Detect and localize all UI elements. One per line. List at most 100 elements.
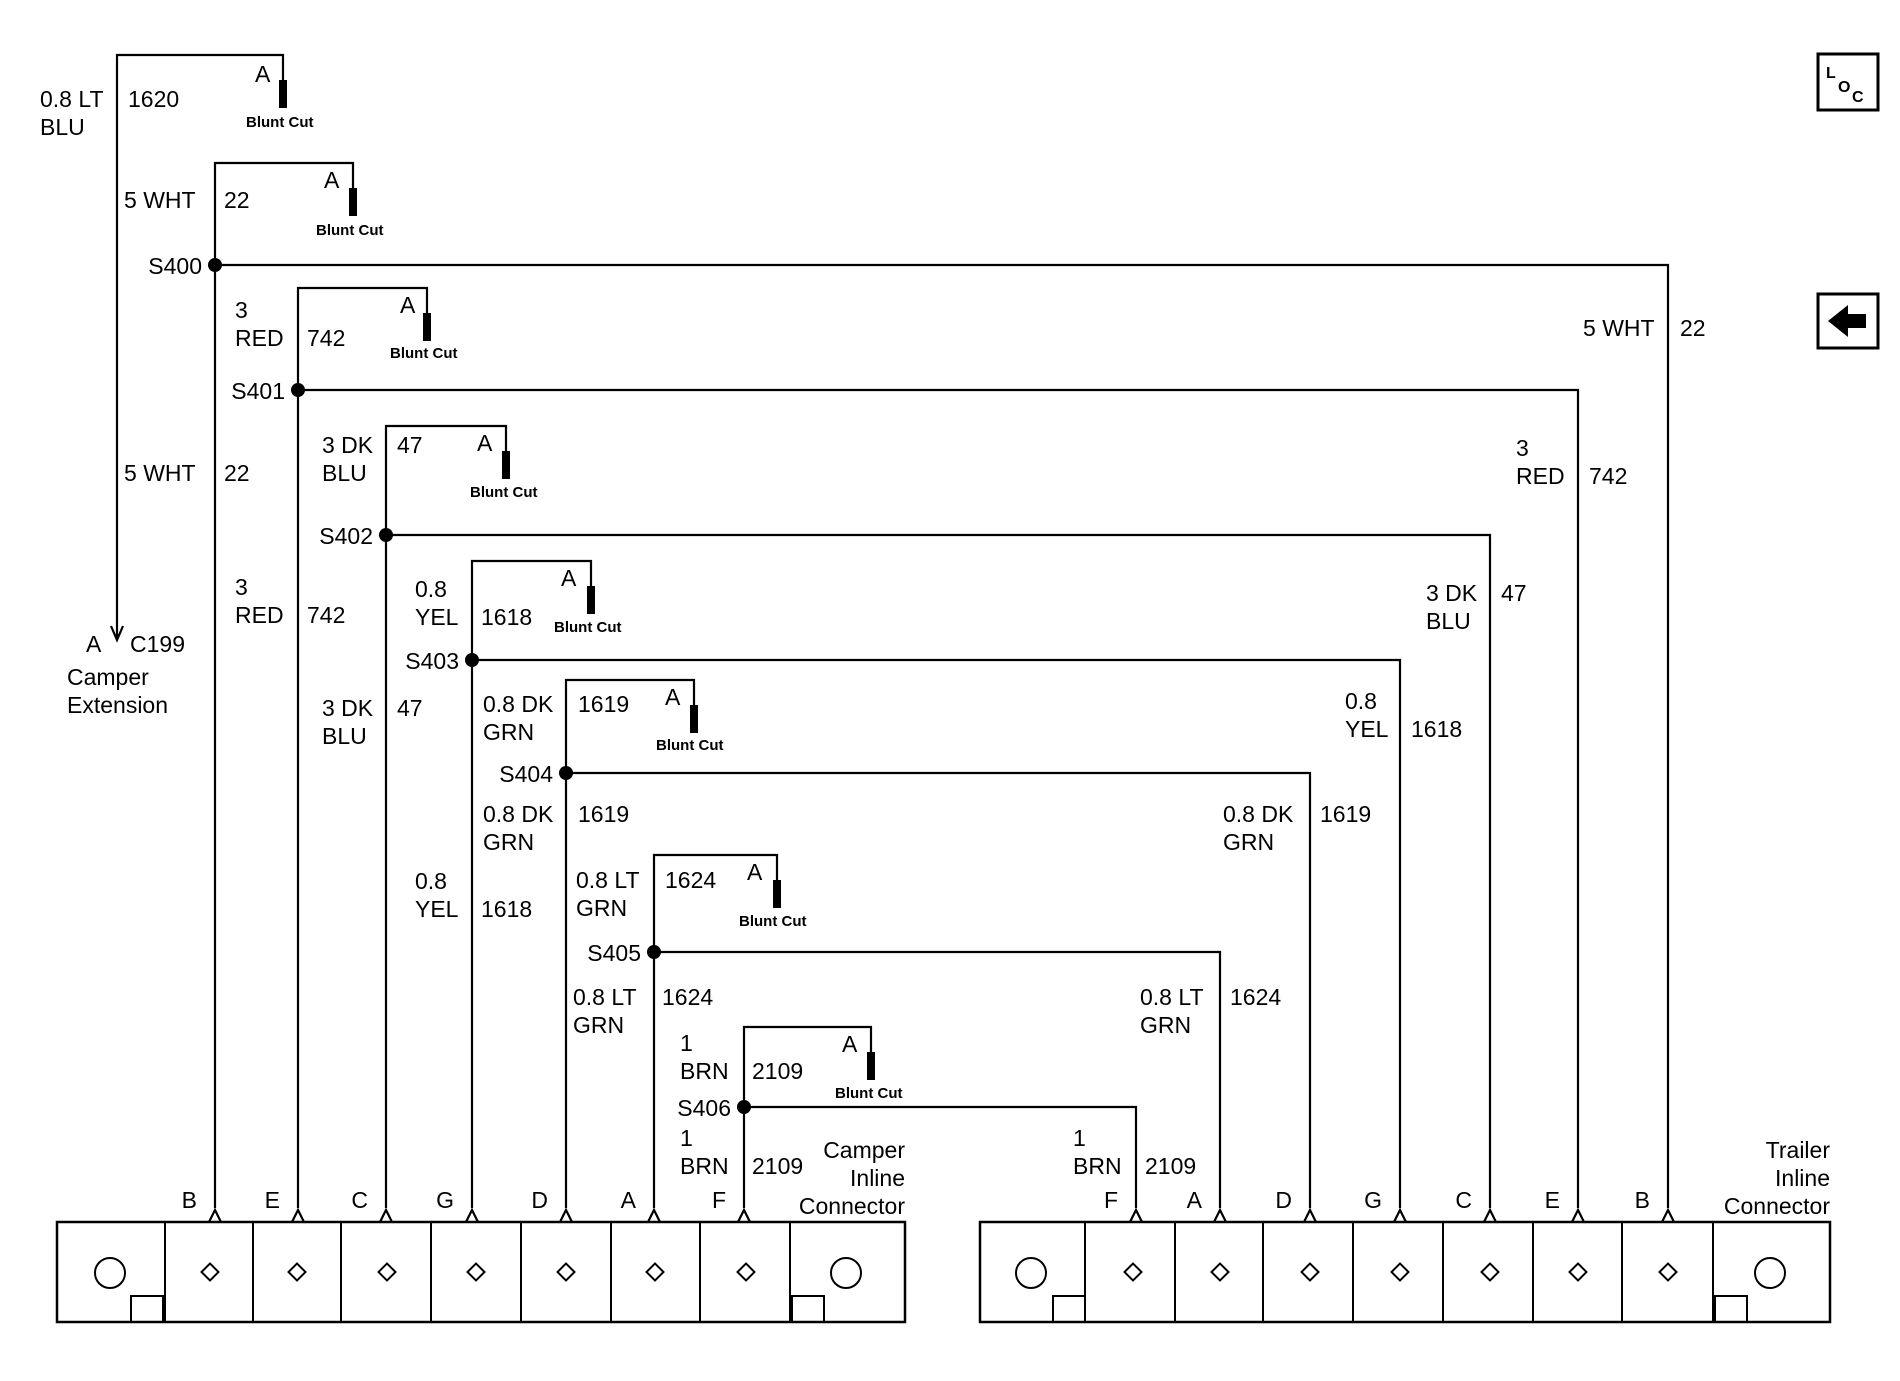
wire-color: GRN [483, 719, 534, 745]
pin-terminal [1213, 1207, 1227, 1223]
pin-terminal [1483, 1207, 1497, 1223]
wire-circuit: 742 [307, 602, 345, 628]
blunt-cut-2109: A Blunt Cut [835, 1031, 902, 1102]
blunt-cut-label: Blunt Cut [246, 114, 313, 131]
wire-size: 0.8 LT [573, 984, 637, 1010]
blunt-cut-label: Blunt Cut [390, 345, 457, 362]
blunt-cut-1620: A Blunt Cut [246, 61, 313, 131]
pin-terminal [465, 1207, 479, 1223]
wire-size: 0.8 LT [1140, 984, 1204, 1010]
splice-label-s406: S406 [677, 1095, 731, 1121]
pin-letter: C [351, 1187, 368, 1213]
pin-terminal [1393, 1207, 1407, 1223]
wire-1618-trailer-run [472, 658, 1402, 1208]
c199-arrow [109, 625, 125, 643]
wire-size: 0.8 LT [40, 86, 104, 112]
blunt-cut-pin: A [747, 859, 763, 885]
wire-circuit: 1618 [481, 896, 532, 922]
wire-circuit: 1624 [1230, 984, 1281, 1010]
wire-size: 0.8 [1345, 688, 1377, 714]
wire-size: 0.8 DK [483, 691, 554, 717]
pin-terminal [1661, 1207, 1675, 1223]
wire-size: 1 [680, 1125, 693, 1151]
pin-terminal [1571, 1207, 1585, 1223]
cavity-diamond [556, 1262, 576, 1282]
wire-circuit: 47 [397, 695, 423, 721]
camper-connector-title-1: Camper [823, 1137, 905, 1163]
wire-circuit: 47 [397, 432, 423, 458]
wire-color: BRN [680, 1058, 729, 1084]
cavity-diamond [1210, 1262, 1230, 1282]
cavity-diamond [1568, 1262, 1588, 1282]
wire-size: 0.8 [415, 868, 447, 894]
wire-1619-top-loop [564, 678, 696, 773]
wire-47-trailer-run [386, 533, 1492, 1208]
key-tab [1714, 1295, 1748, 1323]
pin-letter: A [621, 1187, 637, 1213]
blunt-cut-pin: A [561, 565, 577, 591]
splice-dot-s404 [559, 766, 573, 780]
wire-color: BLU [322, 460, 367, 486]
splice-label-s400: S400 [148, 253, 202, 279]
wire-size: 3 DK [322, 695, 374, 721]
wire-circuit: 1619 [578, 691, 629, 717]
blunt-cut-label: Blunt Cut [316, 222, 383, 239]
loc-icon-top: L [1826, 65, 1836, 82]
blunt-cut-pin: A [324, 167, 340, 193]
wire-color: BRN [680, 1153, 729, 1179]
wire-1620 [115, 53, 285, 640]
pin-letter: C [1455, 1187, 1472, 1213]
wire-color: GRN [1140, 1012, 1191, 1038]
cavity-diamond [466, 1262, 486, 1282]
trailer-connector-title-2: Inline [1775, 1165, 1830, 1191]
wire-1624-trailer-run [654, 950, 1222, 1208]
splice-dot-s403 [465, 653, 479, 667]
pin-letter: G [1364, 1187, 1382, 1213]
wire-1618-top-loop [470, 559, 593, 660]
wire-47-top-loop [384, 424, 508, 535]
wire-color: GRN [576, 895, 627, 921]
splice-dot-s400 [208, 258, 222, 272]
wire-1619-trailer-run [566, 771, 1312, 1208]
pin-terminal [291, 1207, 305, 1223]
blunt-cut-1619: A Blunt Cut [656, 684, 723, 754]
key-tab [130, 1295, 164, 1323]
splice-label-s404: S404 [499, 761, 553, 787]
back-arrow-icon[interactable] [1816, 292, 1880, 350]
wire-size: 0.8 DK [1223, 801, 1294, 827]
pin-letter: B [1635, 1187, 1650, 1213]
cavity-diamond [736, 1262, 756, 1282]
wire-circuit: 2109 [1145, 1153, 1196, 1179]
wire-2109-top-loop [742, 1025, 873, 1107]
wire-size: 1 [680, 1030, 693, 1056]
camper-connector-title-2: Inline [850, 1165, 905, 1191]
wire-color: BLU [322, 723, 367, 749]
wire-circuit: 1624 [662, 984, 713, 1010]
wire-color: YEL [415, 604, 459, 630]
wire-color: GRN [1223, 829, 1274, 855]
wire-size: 0.8 [415, 576, 447, 602]
wire-22-top-loop [213, 161, 355, 265]
cavity-diamond [1480, 1262, 1500, 1282]
trailer-connector-title-1: Trailer [1766, 1137, 1831, 1163]
wire-circuit: 1618 [481, 604, 532, 630]
loc-icon[interactable]: L O C [1816, 52, 1880, 112]
wire-color: RED [1516, 463, 1565, 489]
pin-terminal [737, 1207, 751, 1223]
c199-pin: A [86, 631, 102, 657]
blunt-cut-47: A Blunt Cut [470, 430, 537, 501]
pin-letter: D [531, 1187, 548, 1213]
camper-connector-title-3: Connector [799, 1193, 905, 1219]
trailer-connector-title-3: Connector [1724, 1193, 1830, 1219]
pin-letter: B [182, 1187, 197, 1213]
wire-color: BLU [1426, 608, 1471, 634]
splice-label-s401: S401 [231, 378, 285, 404]
pin-terminal [379, 1207, 393, 1223]
wire-size: 5 WHT [124, 460, 196, 486]
pin-letter: F [1104, 1187, 1118, 1213]
loc-icon-sub: C [1852, 89, 1864, 106]
pin-terminal [208, 1207, 222, 1223]
wire-circuit: 1620 [128, 86, 179, 112]
mount-hole [830, 1257, 862, 1289]
wire-color: GRN [573, 1012, 624, 1038]
